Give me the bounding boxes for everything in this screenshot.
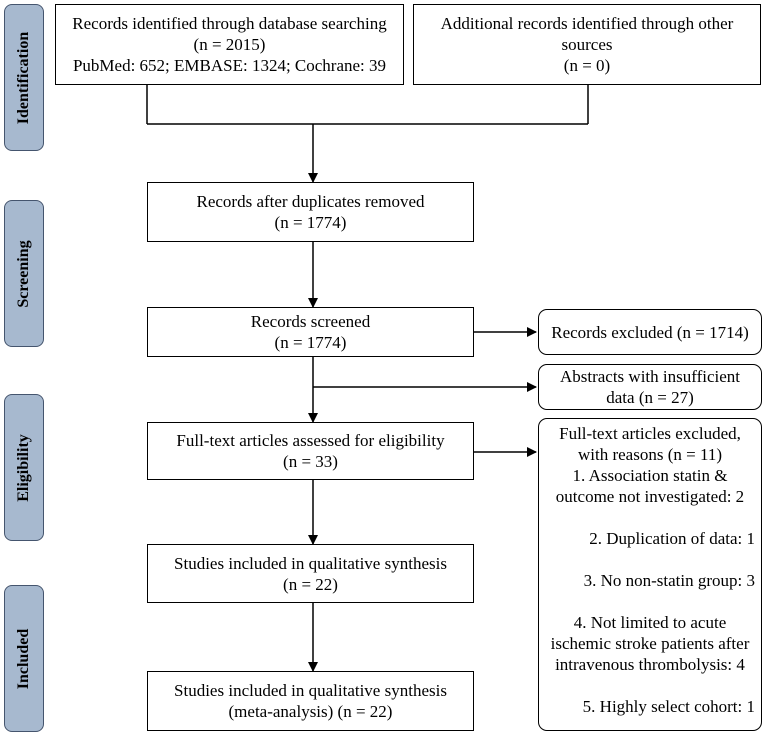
box-records-excluded: Records excluded (n = 1714) xyxy=(538,309,762,355)
reason-4-line-1: 4. Not limited to acute xyxy=(573,613,727,632)
box-quantitative-synthesis: Studies included in qualitative synthesi… xyxy=(147,671,474,731)
reason-5: 5. Highly select cohort: 1 xyxy=(582,697,755,716)
box-records-screened: Records screened (n = 1774) xyxy=(147,307,474,357)
duplicates-line-1: Records after duplicates removed xyxy=(196,192,425,211)
quantitative-line-2: (meta-analysis) (n = 22) xyxy=(228,702,393,721)
stage-eligibility: Eligibility xyxy=(4,394,44,541)
other-line-3: (n = 0) xyxy=(563,56,611,75)
box-abstracts-insufficient: Abstracts with insufficient data (n = 27… xyxy=(538,364,762,410)
database-line-3: PubMed: 652; EMBASE: 1324; Cochrane: 39 xyxy=(72,56,387,75)
reason-4-line-3: intravenous thrombolysis: 4 xyxy=(555,655,745,674)
stage-identification: Identification xyxy=(4,4,44,151)
reason-3: 3. No non-statin group: 3 xyxy=(583,571,755,590)
database-line-1: Records identified through database sear… xyxy=(72,14,387,33)
reason-4-line-2: ischemic stroke patients after xyxy=(550,634,750,653)
excluded-header-line-1: Full-text articles excluded, xyxy=(559,424,741,443)
stage-included: Included xyxy=(4,585,44,732)
box-fulltext-excluded: Full-text articles excluded, with reason… xyxy=(538,418,762,731)
duplicates-line-2: (n = 1774) xyxy=(274,213,347,232)
box-database-search: Records identified through database sear… xyxy=(55,4,404,85)
reason-1-line-2: outcome not investigated: 2 xyxy=(555,487,745,506)
reason-1-line-1: 1. Association statin & xyxy=(572,466,728,485)
qualitative-line-2: (n = 22) xyxy=(283,574,338,594)
box-qualitative-synthesis: Studies included in qualitative synthesi… xyxy=(147,544,474,603)
reason-2: 2. Duplication of data: 1 xyxy=(589,529,755,548)
other-line-2: sources xyxy=(561,35,613,54)
abstracts-line-1: Abstracts with insufficient xyxy=(559,367,741,386)
box-fulltext-assessed: Full-text articles assessed for eligibil… xyxy=(147,422,474,480)
box-other-sources: Additional records identified through ot… xyxy=(413,4,761,85)
qualitative-line-1: Studies included in qualitative synthesi… xyxy=(174,553,447,573)
other-line-1: Additional records identified through ot… xyxy=(440,14,734,33)
abstracts-line-2: data (n = 27) xyxy=(606,388,694,407)
records-excluded-line-1: Records excluded (n = 1714) xyxy=(551,322,749,342)
box-duplicates-removed: Records after duplicates removed (n = 17… xyxy=(147,182,474,242)
stage-screening: Screening xyxy=(4,200,44,347)
screened-line-2: (n = 1774) xyxy=(274,333,347,352)
excluded-header-line-2: with reasons (n = 11) xyxy=(578,445,722,464)
database-line-2: (n = 2015) xyxy=(193,35,266,54)
fulltext-line-2: (n = 33) xyxy=(283,452,338,471)
quantitative-line-1: Studies included in qualitative synthesi… xyxy=(174,681,447,700)
screened-line-1: Records screened xyxy=(250,312,371,331)
fulltext-line-1: Full-text articles assessed for eligibil… xyxy=(176,431,445,450)
